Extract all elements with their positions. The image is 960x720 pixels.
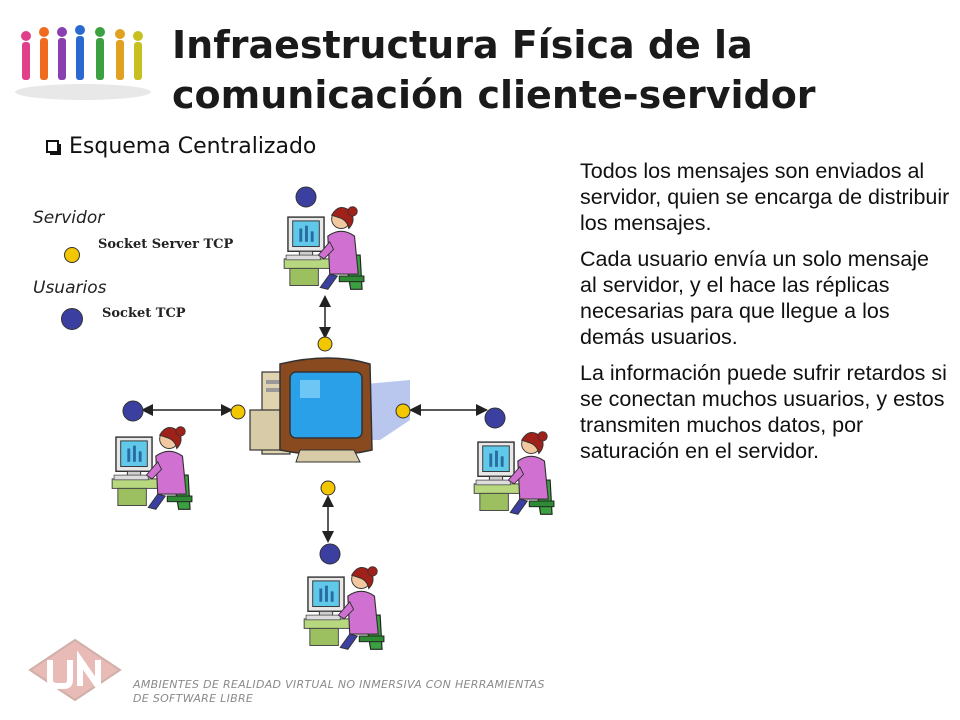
description-panel: Todos los mensajes son enviados al servi… <box>580 158 950 474</box>
user-socket-bottom <box>319 543 341 565</box>
footer-text: AMBIENTES DE REALIDAD VIRTUAL NO INMERSI… <box>133 678 653 706</box>
page-title: Infraestructura Física de la comunicació… <box>172 20 952 120</box>
description-paragraph-2: Cada usuario envía un solo mensaje al se… <box>580 247 929 349</box>
user-at-computer-icon <box>283 205 365 291</box>
server-computer-icon <box>249 357 410 463</box>
server-socket-right <box>395 403 411 419</box>
user-at-computer-icon <box>473 430 555 516</box>
legend-server-heading: Servidor <box>33 208 105 228</box>
server-socket-bottom <box>320 480 336 496</box>
checkbox-bullet-icon <box>46 140 61 155</box>
user-socket-top <box>295 186 317 208</box>
legend-user-dot <box>61 308 83 330</box>
server-socket-top <box>317 336 333 352</box>
user-socket-left <box>122 400 144 422</box>
user-socket-right <box>484 407 506 429</box>
legend-server-dot <box>64 247 80 263</box>
un-logo-icon <box>28 638 122 702</box>
title-line-1: Infraestructura Física de la <box>172 23 753 67</box>
legend-server-label: Socket Server TCP <box>98 237 234 252</box>
description-paragraph-1: Todos los mensajes son enviados al servi… <box>580 159 950 235</box>
legend-users-label: Socket TCP <box>102 306 186 321</box>
server-socket-left <box>230 404 246 420</box>
title-line-2: comunicación cliente-servidor <box>172 73 816 117</box>
subtitle-bullet: Esquema Centralizado <box>46 134 316 159</box>
description-paragraph-3: La información puede sufrir retardos si … <box>580 361 947 463</box>
user-at-computer-icon <box>111 425 193 511</box>
user-at-computer-icon <box>303 565 385 651</box>
people-logo-icon <box>15 25 151 100</box>
legend-users-heading: Usuarios <box>33 278 107 298</box>
subtitle-text: Esquema Centralizado <box>69 134 317 159</box>
footer-line-1: AMBIENTES DE REALIDAD VIRTUAL NO INMERSI… <box>133 678 545 691</box>
footer-line-2: DE SOFTWARE LIBRE <box>133 692 254 705</box>
